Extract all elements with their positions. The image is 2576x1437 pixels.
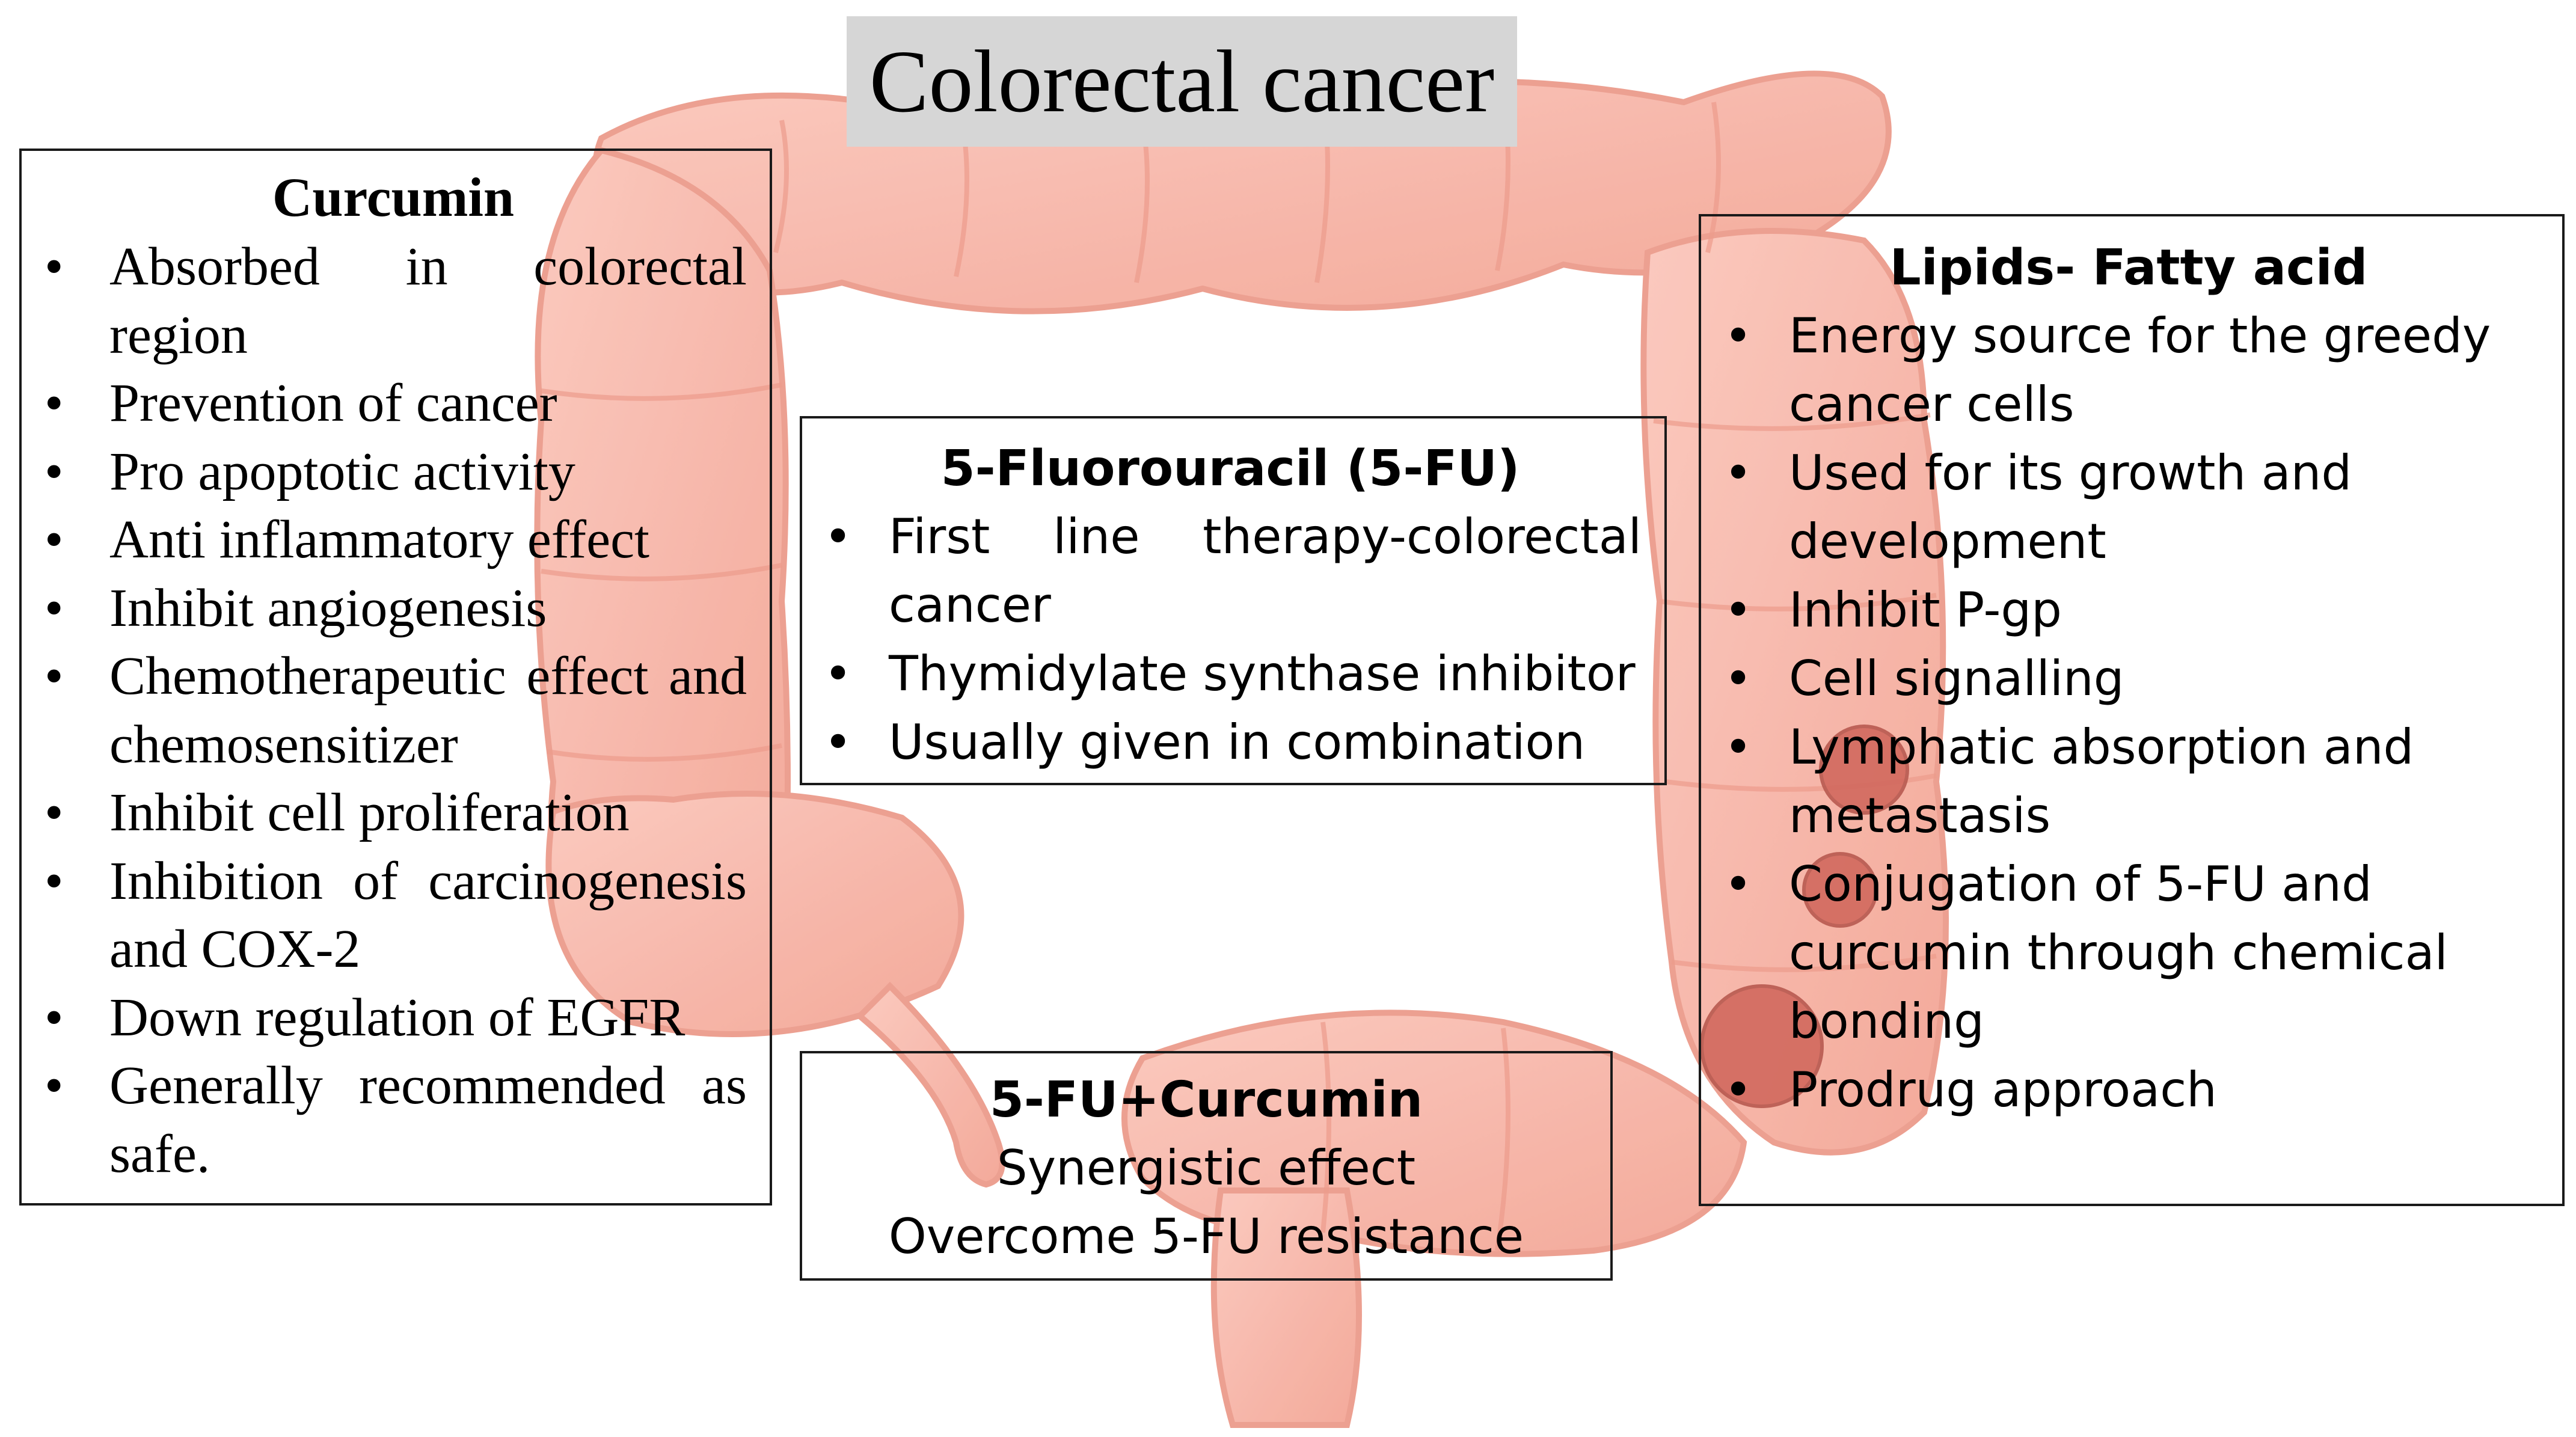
list-item: Conjugation of 5-FU and curcumin through… <box>1719 850 2538 1056</box>
list-item: Prevention of cancer <box>40 369 747 438</box>
list-item: Inhibition of carcinogenesis and COX-2 <box>40 847 747 984</box>
list-item: Inhibit P-gp <box>1719 576 2538 645</box>
lipids-heading: Lipids- Fatty acid <box>1889 239 2368 296</box>
list-item: Anti inflammatory effect <box>40 506 747 574</box>
list-item: Used for its growth and development <box>1719 439 2538 576</box>
combination-line: Overcome 5-FU resistance <box>888 1209 1524 1264</box>
lipids-panel: Lipids- Fatty acid Energy source for the… <box>1699 214 2565 1206</box>
list-item: Pro apoptotic activity <box>40 438 747 506</box>
curcumin-heading: Curcumin <box>272 167 515 228</box>
list-item: Usually given in combination <box>819 708 1642 777</box>
curcumin-panel: Curcumin Absorbed in colorectal region P… <box>19 149 772 1206</box>
list-item: Inhibit angiogenesis <box>40 574 747 643</box>
lipids-list: Energy source for the greedy cancer cell… <box>1719 302 2538 1124</box>
list-item: Absorbed in colorectal region <box>40 233 747 369</box>
page-title: Colorectal cancer <box>847 16 1517 147</box>
curcumin-list: Absorbed in colorectal region Prevention… <box>40 233 747 1188</box>
fluorouracil-heading: 5-Fluorouracil (5-FU) <box>940 440 1520 497</box>
list-item: Inhibit cell proliferation <box>40 779 747 847</box>
fluorouracil-list: First line therapy-colorectal cancer Thy… <box>819 503 1642 777</box>
list-item: Generally recommended as safe. <box>40 1052 747 1188</box>
combination-panel: 5-FU+Curcumin Synergistic effect Overcom… <box>800 1051 1613 1281</box>
list-item: First line therapy-colorectal cancer <box>819 503 1642 640</box>
combination-heading: 5-FU+Curcumin <box>989 1071 1423 1129</box>
list-item: Chemotherapeutic effect and chemosensiti… <box>40 642 747 779</box>
list-item: Prodrug approach <box>1719 1056 2538 1124</box>
list-item: Energy source for the greedy cancer cell… <box>1719 302 2538 439</box>
list-item: Cell signalling <box>1719 645 2538 713</box>
title-text: Colorectal cancer <box>869 32 1495 131</box>
list-item: Thymidylate synthase inhibitor <box>819 640 1642 708</box>
list-item: Down regulation of EGFR <box>40 984 747 1052</box>
list-item: Lymphatic absorption and metastasis <box>1719 713 2538 850</box>
fluorouracil-panel: 5-Fluorouracil (5-FU) First line therapy… <box>800 416 1667 785</box>
combination-line: Synergistic effect <box>996 1140 1416 1196</box>
